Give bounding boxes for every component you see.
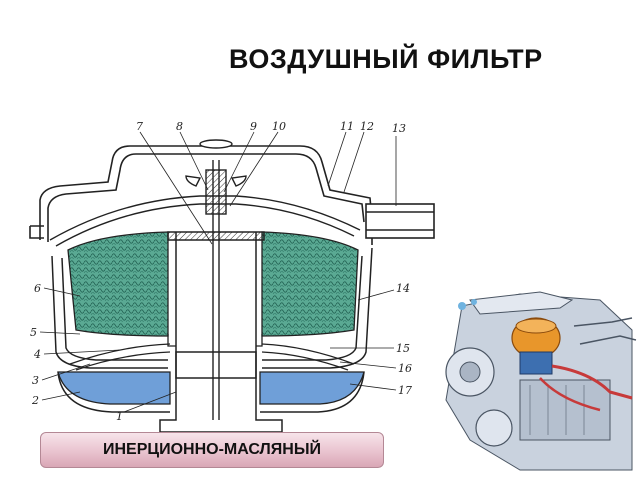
callout-5: 5	[30, 326, 37, 339]
callout-3: 3	[32, 374, 39, 387]
leader-lines	[39, 131, 397, 413]
callout-17: 17	[398, 384, 412, 397]
filter-type-banner: ИНЕРЦИОННО-МАСЛЯНЫЙ	[40, 432, 384, 468]
engine-illustration	[445, 291, 637, 471]
callout-13: 13	[392, 122, 406, 135]
page-title: ВОЗДУШНЫЙ ФИЛЬТР	[229, 44, 543, 74]
callout-10: 10	[272, 120, 286, 133]
callout-15: 15	[396, 342, 410, 355]
callout-6: 6	[34, 282, 41, 295]
callout-8: 8	[176, 120, 183, 133]
callout-9: 9	[250, 120, 257, 133]
filter-element-left	[67, 231, 169, 337]
callout-16: 16	[398, 362, 412, 375]
callout-7: 7	[136, 120, 143, 133]
callout-4: 4	[33, 348, 41, 361]
filter-element-right	[261, 231, 359, 337]
filter-body	[51, 247, 373, 369]
outlet-pipe	[365, 203, 435, 239]
callout-2: 2	[31, 394, 39, 407]
inner-dome	[49, 195, 361, 247]
callout-1: 1	[116, 410, 123, 423]
oil-bath	[57, 371, 365, 413]
callout-14: 14	[396, 282, 410, 295]
housing-cover	[29, 145, 373, 245]
callout-12: 12	[360, 120, 374, 133]
callout-11: 11	[340, 120, 354, 133]
center-stud	[185, 139, 247, 420]
